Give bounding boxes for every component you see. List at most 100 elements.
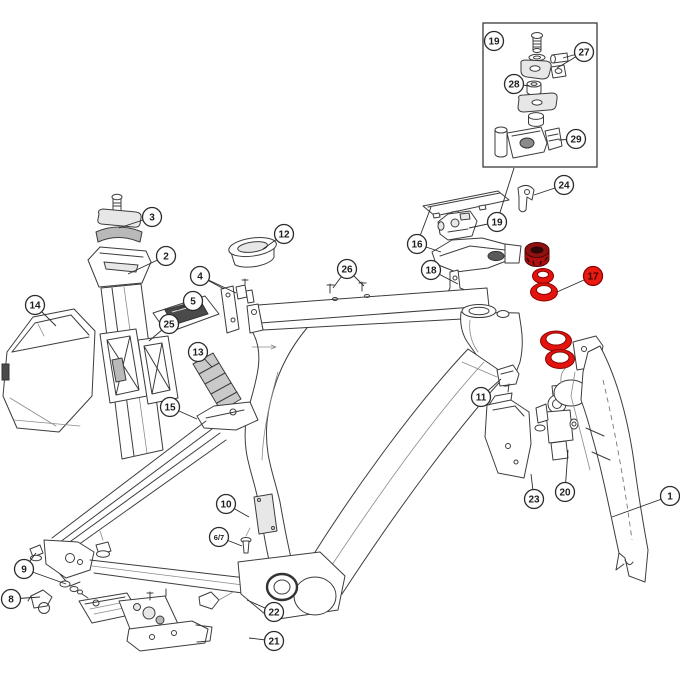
callout-circle[interactable] <box>483 30 505 52</box>
callout-number: 5 <box>190 297 196 308</box>
inset-clamp-bolts <box>550 52 569 79</box>
callout-16[interactable]: 16 <box>406 233 428 255</box>
top-tube-shell-cover <box>431 237 522 273</box>
seat-tube-insert <box>253 493 278 535</box>
spacer-ring-upper <box>540 330 572 352</box>
callout-2[interactable]: 2 <box>155 245 177 267</box>
callout-circle[interactable] <box>182 290 204 312</box>
callout-circle[interactable] <box>187 341 209 363</box>
junction-mechanism <box>437 210 478 241</box>
callout-circle[interactable] <box>503 73 525 95</box>
callout-circle[interactable] <box>336 258 358 280</box>
inset-stem-body <box>494 126 548 159</box>
callout-number: 19 <box>491 218 503 229</box>
callout-18[interactable]: 18 <box>420 259 442 281</box>
headset-red-parts <box>524 242 575 369</box>
callout-19[interactable]: 19 <box>486 211 508 233</box>
callout-circle[interactable] <box>189 265 211 287</box>
callout-circle[interactable] <box>13 558 35 580</box>
callout-14[interactable]: 14 <box>24 294 46 316</box>
inset-stem-clamp <box>544 127 563 151</box>
callout-9[interactable]: 9 <box>13 558 35 580</box>
callout-circle[interactable] <box>470 386 492 408</box>
callout-bubbles: 123456/789101112131415161718192021222324… <box>0 30 680 652</box>
top-tube-cover-plate <box>422 190 510 219</box>
head-tube-plate <box>461 361 520 393</box>
inset-upper-clamp <box>520 59 552 80</box>
seal-ring-small <box>532 268 554 284</box>
callout-number: 20 <box>559 488 571 499</box>
mount-hardware <box>220 278 255 334</box>
inset-washer <box>528 53 546 62</box>
callout-24[interactable]: 24 <box>553 174 575 196</box>
callout-number: 22 <box>268 608 280 619</box>
callout-circle[interactable] <box>24 294 46 316</box>
callout-circle[interactable] <box>565 128 587 150</box>
callout-3[interactable]: 3 <box>141 206 163 228</box>
callout-15[interactable]: 15 <box>159 396 181 418</box>
callout-number: 23 <box>528 495 540 506</box>
fork <box>553 335 649 583</box>
callout-17[interactable]: 17 <box>582 265 604 287</box>
callout-circle[interactable] <box>273 223 295 245</box>
chainstays <box>89 559 251 595</box>
callout-29[interactable]: 29 <box>565 128 587 150</box>
callout-number: 16 <box>411 240 423 251</box>
callout-number: 6/7 <box>214 533 224 542</box>
callout-circle[interactable] <box>406 233 428 255</box>
callout-circle[interactable] <box>215 493 237 515</box>
callout-6-7[interactable]: 6/7 <box>208 526 230 548</box>
callout-circle[interactable] <box>263 601 285 623</box>
callout-12[interactable]: 12 <box>273 223 295 245</box>
callout-1[interactable]: 1 <box>659 485 680 507</box>
callout-circle[interactable] <box>208 526 230 548</box>
callout-28[interactable]: 28 <box>503 73 525 95</box>
callout-circle[interactable] <box>573 41 595 63</box>
callout-number: 29 <box>570 135 582 146</box>
callout-25[interactable]: 25 <box>158 313 180 335</box>
callout-circle[interactable] <box>553 174 575 196</box>
callout-21[interactable]: 21 <box>263 630 285 652</box>
callout-13[interactable]: 13 <box>187 341 209 363</box>
callout-circle[interactable] <box>263 630 285 652</box>
callout-number: 15 <box>164 403 176 414</box>
headset-bearing <box>524 242 550 267</box>
retaining-clip <box>517 184 535 213</box>
callout-circle[interactable] <box>486 211 508 233</box>
callout-26[interactable]: 26 <box>336 258 358 280</box>
callout-number: 14 <box>29 301 41 312</box>
callout-5[interactable]: 5 <box>182 290 204 312</box>
callout-8[interactable]: 8 <box>0 588 22 610</box>
inset-round-spacer <box>528 112 544 127</box>
callout-11[interactable]: 11 <box>470 386 492 408</box>
callout-22[interactable]: 22 <box>263 601 285 623</box>
callout-number: 10 <box>220 500 232 511</box>
callout-circle[interactable] <box>0 588 22 610</box>
callout-27[interactable]: 27 <box>573 41 595 63</box>
seat-stays <box>51 420 227 556</box>
leader-line-1 <box>611 495 671 518</box>
fork-cover <box>484 392 532 479</box>
callout-circle[interactable] <box>554 481 576 503</box>
callout-circle[interactable] <box>523 488 545 510</box>
callout-number: 4 <box>197 272 203 283</box>
storage-box <box>1 308 96 433</box>
callout-circle[interactable] <box>582 265 604 287</box>
callout-number: 2 <box>163 252 169 263</box>
spacer-ring-lower <box>545 349 575 369</box>
callout-circle[interactable] <box>420 259 442 281</box>
callout-20[interactable]: 20 <box>554 481 576 503</box>
callout-19[interactable]: 19 <box>483 30 505 52</box>
frame <box>43 281 523 621</box>
callout-number: 26 <box>341 265 353 276</box>
callout-number: 27 <box>578 48 590 59</box>
callout-23[interactable]: 23 <box>523 488 545 510</box>
callout-circle[interactable] <box>141 206 163 228</box>
callout-circle[interactable] <box>159 396 181 418</box>
callout-circle[interactable] <box>158 313 180 335</box>
callout-circle[interactable] <box>155 245 177 267</box>
callout-10[interactable]: 10 <box>215 493 237 515</box>
callout-4[interactable]: 4 <box>189 265 211 287</box>
